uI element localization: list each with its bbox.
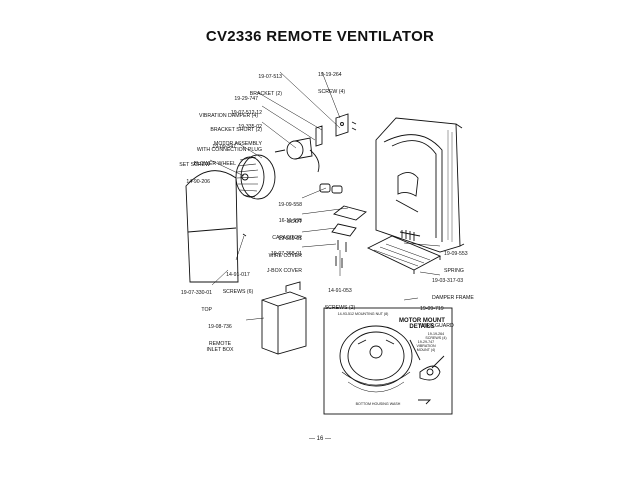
part-name: BRACKET (2) (249, 90, 282, 97)
part-number: 19-369-01 (278, 236, 302, 243)
part-number: 19-08-736 (208, 324, 232, 331)
detail-title: MOTOR MOUNT DETAILS (399, 318, 445, 331)
part-name: SCREWS (6) (222, 288, 254, 295)
detail-housing-label: BOTTOM HOUSING WASH (355, 402, 401, 406)
jbox-shapes (331, 223, 357, 252)
label-top: 19-07-330-01 TOP (164, 280, 212, 319)
part-name: MOTOR ASSEMBLY WITH CONNECTION PLUG (196, 140, 262, 153)
housing-shape (375, 117, 465, 253)
part-name: SPRING (444, 267, 464, 274)
part-number: 19-03-317-03 (432, 278, 464, 285)
detail-damper-label: 19-29-747 VIBRATION MOUNT (4) (416, 340, 436, 352)
label-set-screw: SET SCREW 14-90-206 (170, 152, 210, 191)
label-screw4: 19-19-264 SCREW (4) (318, 62, 378, 101)
label-damper-frame: 19-03-317-03 DAMPER FRAME (432, 268, 492, 307)
label-screws2: 14-91-053 SCREWS (2) (318, 278, 362, 317)
part-number: 19-29-747 (234, 96, 258, 103)
label-spring: 19-09-553 SPRING (444, 241, 494, 280)
page-number: — 16 — (308, 436, 331, 442)
label-wire-guard: 19-09-719 WIRE GUARD (420, 296, 470, 335)
label-bracket: 19-07-513 BRACKET (2) (222, 64, 282, 103)
detail-screw-label: 19-19-264 SCREWS (4) (425, 332, 447, 340)
part-name: CAPACITOR (272, 234, 302, 241)
motor-shape (274, 137, 320, 173)
label-vibration-damper: 19-29-747 VIBRATION DAMPER (4) (186, 86, 258, 125)
part-name: J-BOX COVER (266, 267, 302, 274)
label-blower-wheel: 19-09-547 BLOWER WHEEL (180, 134, 236, 173)
part-name: WIRE GUARD (420, 322, 454, 329)
part-name: BOOT (287, 218, 302, 225)
part-number: 14-91-017 (226, 272, 250, 279)
label-screws6: 14-91-017 SCREWS (6) (216, 262, 260, 301)
inlet-box-shape (261, 281, 307, 355)
page-title: CV2336 REMOTE VENTILATOR (205, 28, 435, 45)
detail-box (323, 307, 453, 415)
screw-shapes (335, 256, 343, 268)
leader-lines (209, 71, 441, 321)
part-number: 19-19-264 (318, 72, 342, 79)
part-number: 19-09-719 (420, 306, 444, 313)
label-motor: 19-335-02 MOTOR ASSEMBLY WITH CONNECTION… (176, 114, 262, 159)
part-name: TOP (201, 306, 212, 313)
part-number: 19-09-558 (278, 202, 302, 209)
part-number: 19-07-512-12 (230, 110, 262, 117)
damper-frame-shape (366, 235, 442, 274)
part-number: 19-07-330-01 (180, 290, 212, 297)
part-name: WIRE COVER (268, 252, 302, 259)
label-jbox-cover: 19-07-368-01 J-BOX COVER (250, 241, 302, 280)
blower-wheel-shape (235, 154, 276, 200)
part-number: 19-07-368-01 (270, 251, 302, 258)
part-name: SCREWS (2) (324, 304, 356, 311)
part-number: 14-91-053 (328, 288, 352, 295)
bracket-shapes (315, 113, 357, 147)
part-name: SCREW (4) (318, 88, 346, 95)
part-name: BLOWER WHEEL (193, 160, 236, 167)
boot-capacitor-shapes (319, 183, 367, 221)
part-number: 19-335-02 (238, 124, 262, 131)
label-inlet-box: 19-08-736 REMOTE INLET BOX (196, 314, 244, 359)
part-name: BRACKET SHORT (2) (210, 126, 262, 133)
label-wire-cover: 19-369-01 WIRE COVER (256, 226, 302, 265)
top-hood-shape (185, 170, 247, 283)
part-name: 14-90-206 (186, 178, 210, 185)
label-capacitor: 16-11-595 CAPACITOR (256, 208, 302, 247)
part-number: 19-09-553 (444, 251, 468, 258)
detail-nut-label: 14-93-512 MOUNTING NUT (8) (337, 312, 389, 316)
part-number: SET SCREW (179, 162, 210, 169)
part-name: REMOTE INLET BOX (206, 340, 234, 353)
label-boot: 19-09-558 BOOT (256, 192, 302, 231)
part-number: 16-11-595 (278, 218, 302, 225)
label-bracket-short: 19-07-512-12 BRACKET SHORT (2) (196, 100, 262, 139)
spring-shape (399, 230, 421, 241)
part-name: DAMPER FRAME (432, 294, 474, 301)
part-number: 19-07-513 (258, 74, 282, 81)
part-name: VIBRATION DAMPER (4) (199, 112, 258, 119)
part-number: 19-09-547 (212, 144, 236, 151)
